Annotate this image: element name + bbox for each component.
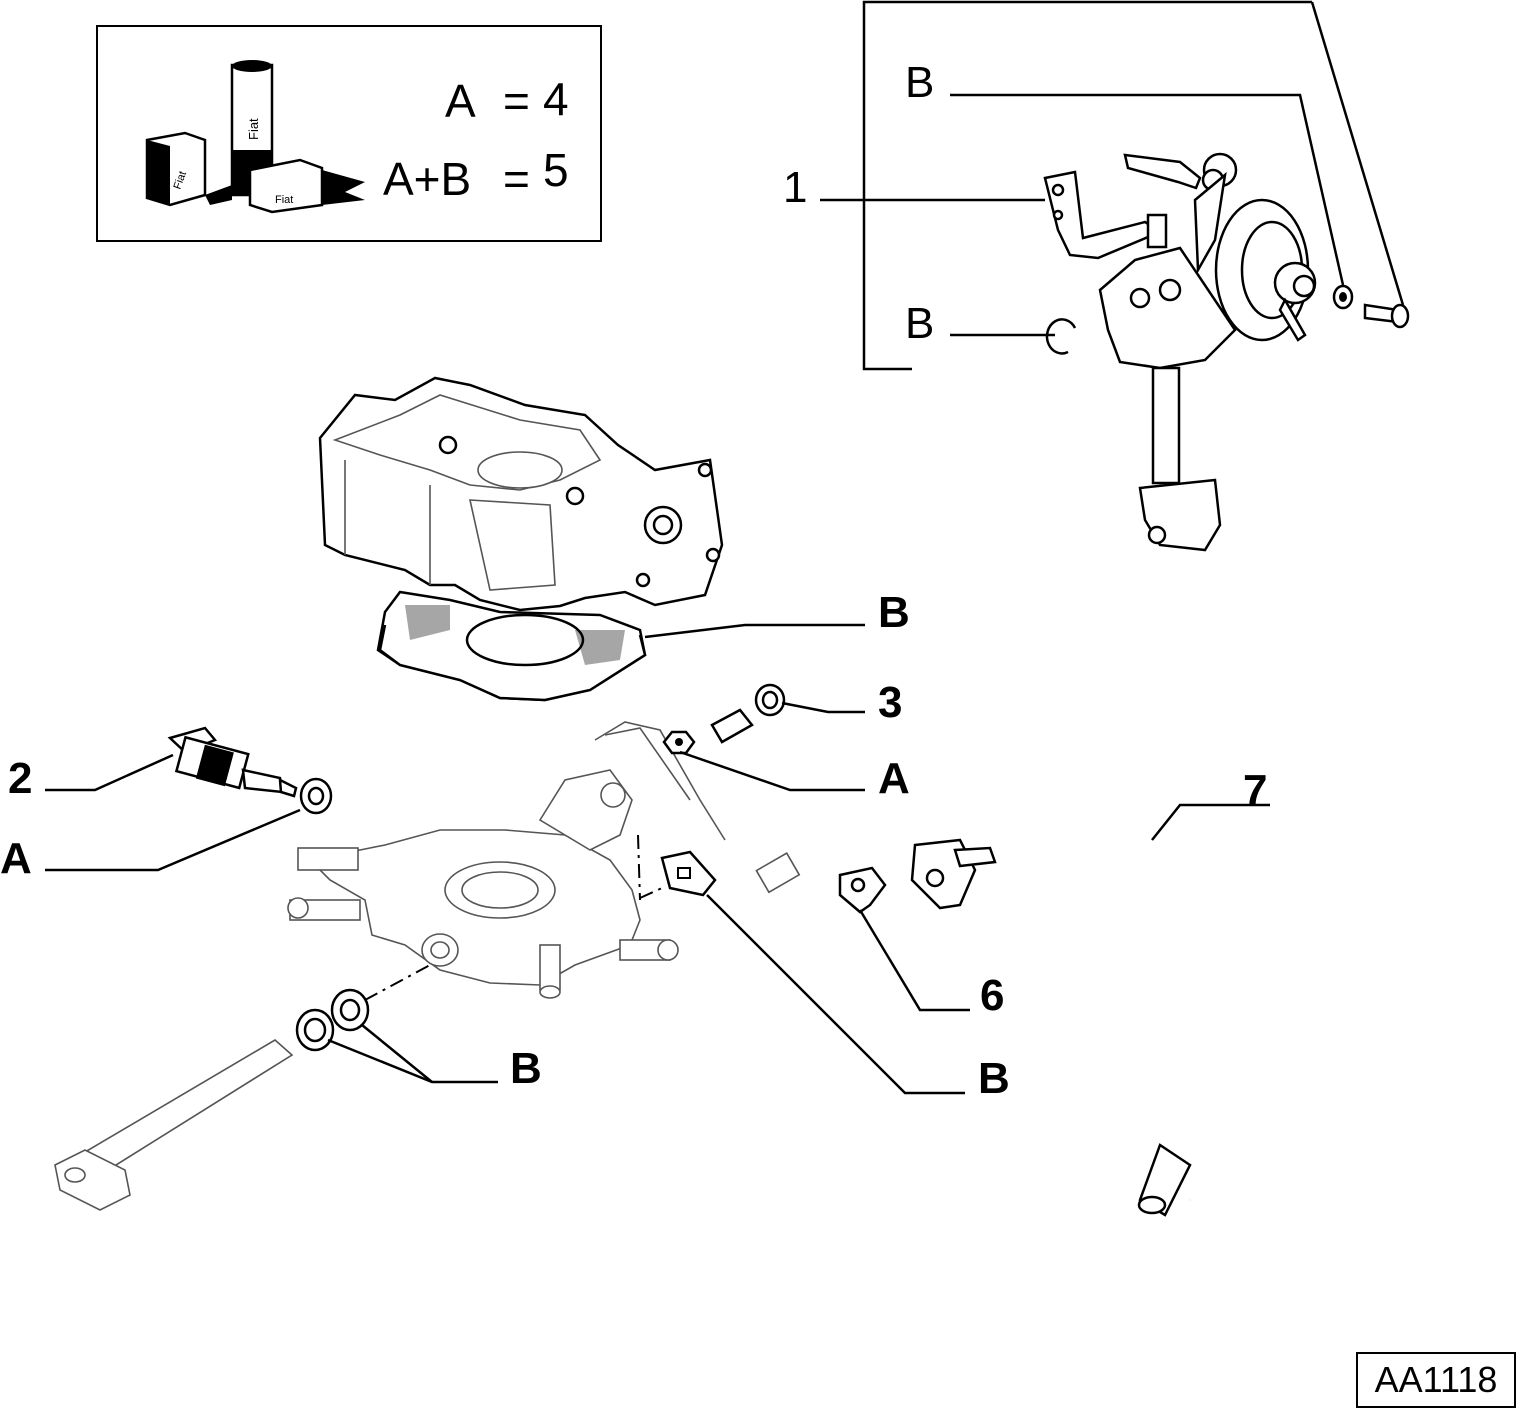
callout-a-washer: A [0, 834, 32, 883]
legend-eq-ab: = [503, 153, 530, 205]
throttle-shaft [54, 1039, 294, 1211]
callout-1: 1 [783, 163, 807, 212]
cam-b [660, 850, 717, 897]
diagram-reference-code: AA1118 [1356, 1352, 1516, 1408]
callout-b-top: B [905, 58, 934, 107]
idle-solenoid-2 [167, 726, 298, 798]
callout-7: 7 [1243, 766, 1267, 815]
nut-a [662, 730, 696, 755]
callout-3: 3 [878, 678, 902, 727]
can-text-right: Fiat [275, 194, 293, 206]
legend-eq-a: = [503, 75, 530, 127]
group-bracket-1 [862, 0, 1312, 371]
sealant-legend-box [96, 25, 602, 242]
callout-b-springs: B [510, 1044, 542, 1093]
callout-b-mid: B [905, 299, 934, 348]
callout-b-cam: B [978, 1054, 1010, 1103]
carburetor-lower-body [287, 721, 801, 999]
carburetor-upper-body [318, 376, 724, 612]
callout-a-nut: A [878, 754, 910, 803]
washer-a-left [299, 777, 333, 815]
legend-key-ab: A+B [383, 153, 471, 205]
circlip-b [1045, 318, 1077, 355]
screw-top [1363, 303, 1410, 329]
cable-7 [910, 838, 1258, 1217]
washer-b-top [1332, 284, 1354, 310]
legend-value-ab: 5 [543, 144, 569, 196]
callout-b-gasket: B [878, 588, 910, 637]
springs-b [295, 988, 370, 1052]
can-text-left: Fiat [172, 170, 190, 191]
gasket [376, 590, 647, 702]
sealant-icon: Fiat Fiat Fiat [145, 60, 365, 214]
tube-text: Fiat [246, 118, 261, 140]
bracket-6 [838, 866, 887, 914]
legend-value-a: 4 [543, 73, 569, 125]
callout-2: 2 [8, 754, 32, 803]
legend-key-a: A [445, 75, 476, 127]
callout-6: 6 [980, 971, 1004, 1020]
throttle-lever-assembly [1043, 152, 1317, 552]
jet-3 [710, 683, 786, 744]
